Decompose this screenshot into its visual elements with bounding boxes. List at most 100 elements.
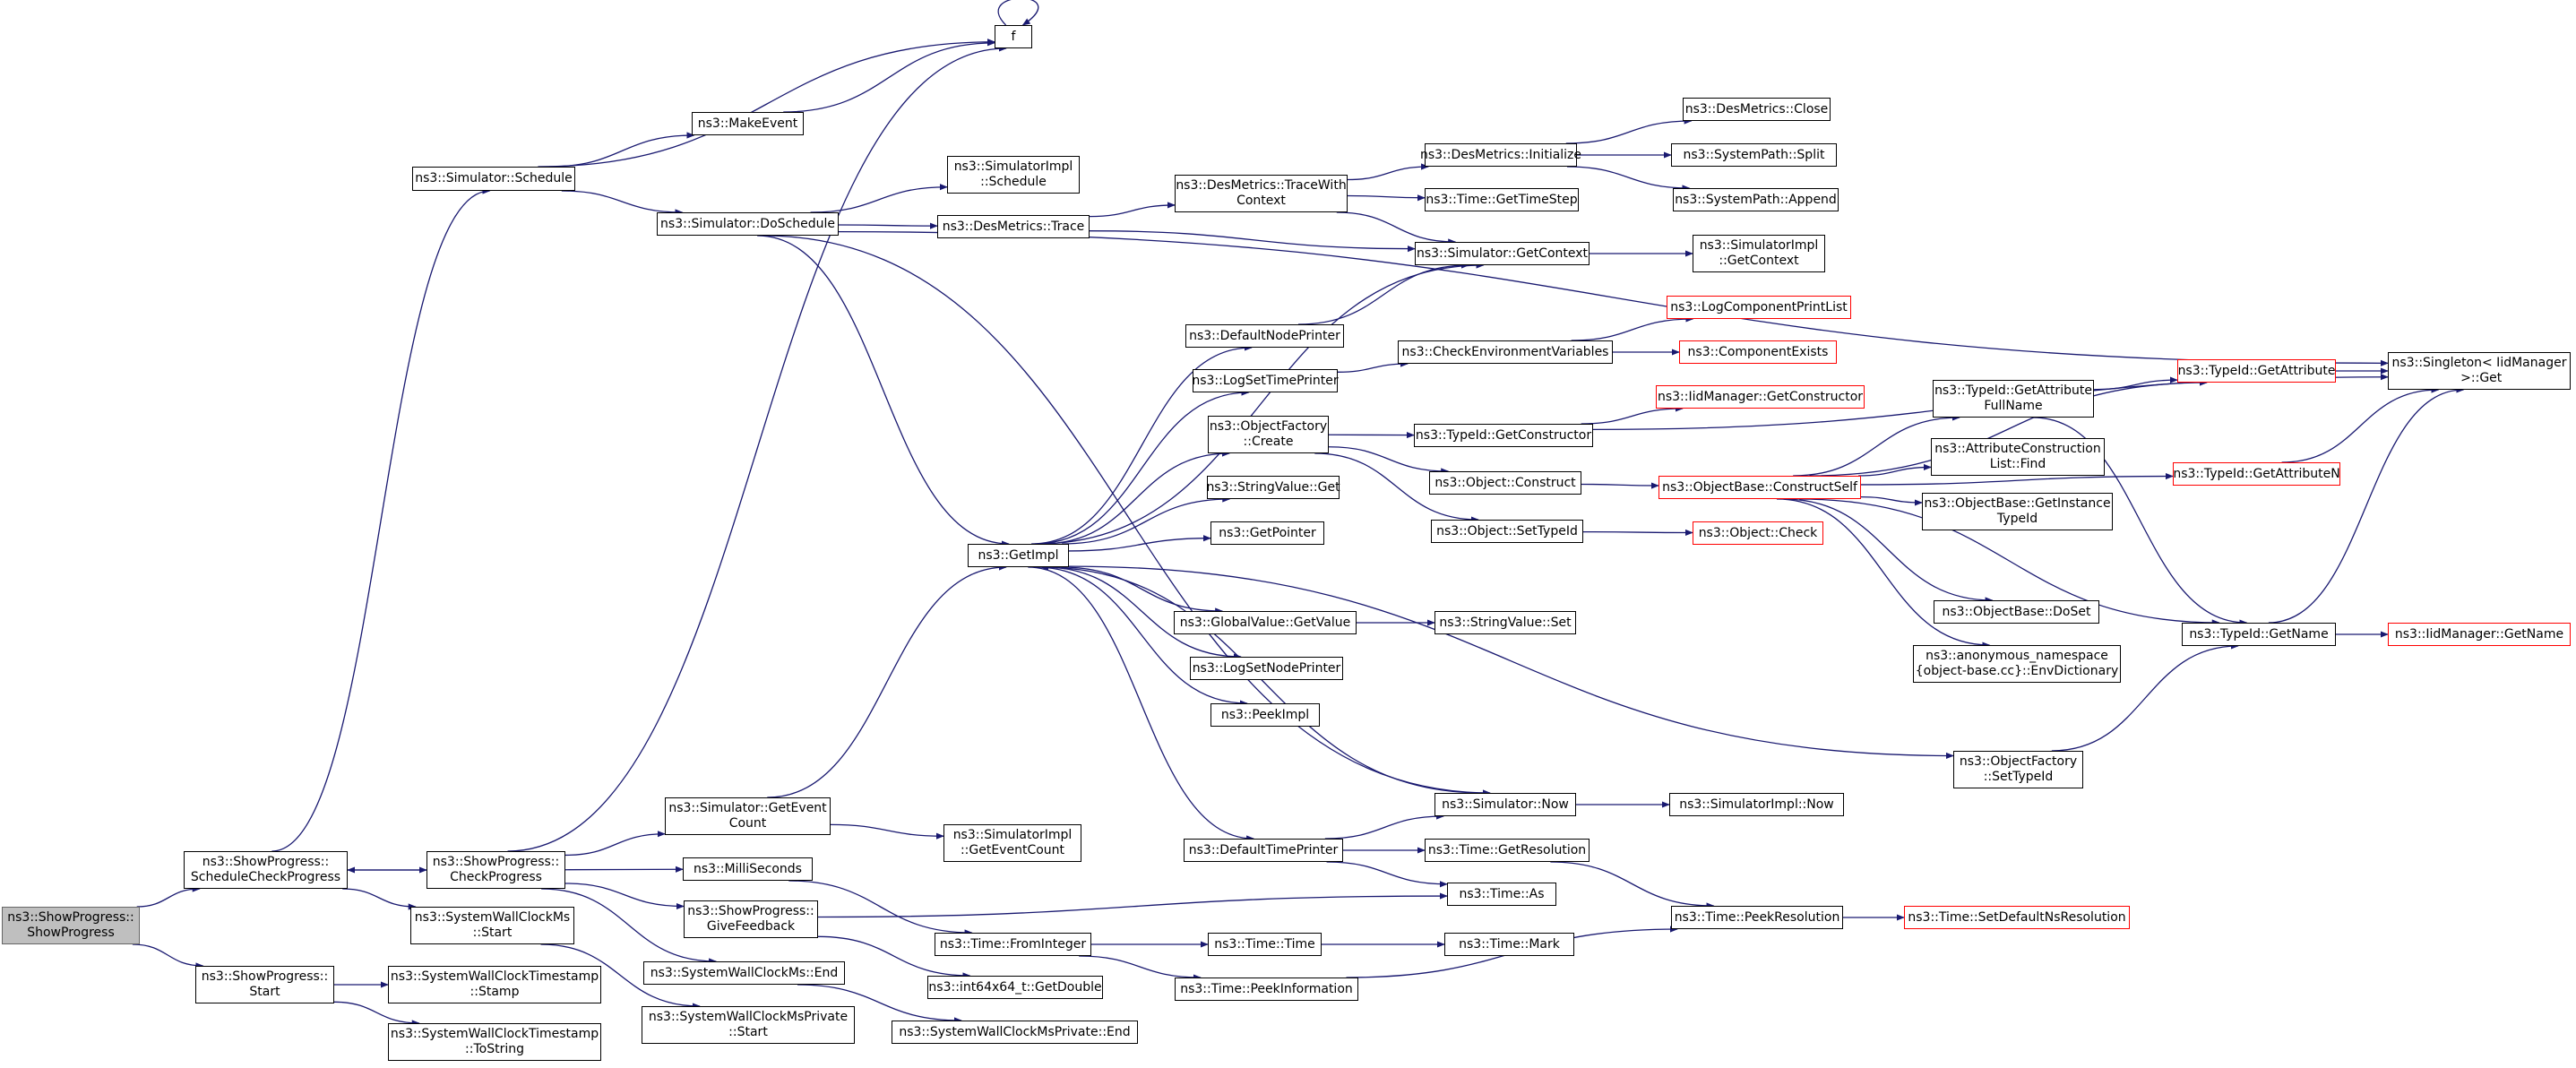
node-logsettimeprinter[interactable]: ns3::LogSetTimePrinter (1192, 369, 1339, 392)
node-makeevent[interactable]: ns3::MakeEvent (692, 112, 804, 135)
node-swcts-stamp[interactable]: ns3::SystemWallClockTimestamp ::Stamp (388, 966, 601, 1003)
edge-showprogress-to-schedulecheck (136, 885, 201, 908)
node-objectbase-getinstancetypeid[interactable]: ns3::ObjectBase::GetInstance TypeId (1922, 493, 2113, 530)
node-sim-schedule[interactable]: ns3::Simulator::Schedule (412, 167, 575, 191)
node-typeid-getattrfullname[interactable]: ns3::TypeId::GetAttribute FullName (1933, 380, 2094, 418)
node-desmetrics-init[interactable]: ns3::DesMetrics::Initialize (1420, 143, 1581, 167)
node-iidmanager-getname[interactable]: ns3::IidManager::GetName (2388, 623, 2571, 646)
node-schedulecheck[interactable]: ns3::ShowProgress:: ScheduleCheckProgres… (184, 851, 348, 889)
edge-objectbase-constructself-to-typeid-getattribute (1809, 379, 2208, 477)
node-showprogress[interactable]: ns3::ShowProgress:: ShowProgress (2, 907, 140, 944)
node-checkprogress[interactable]: ns3::ShowProgress:: CheckProgress (426, 851, 565, 889)
node-doschedule[interactable]: ns3::Simulator::DoSchedule (657, 212, 839, 236)
edge-swcm-start-to-swcmp-start (540, 943, 701, 1010)
node-objectfactory-create[interactable]: ns3::ObjectFactory ::Create (1208, 416, 1329, 453)
edge-doschedule-to-simimpl-schedule (810, 184, 948, 213)
edge-givefeedback-to-int64-getdouble (817, 935, 971, 979)
edge-getimpl-to-logsettimeprinter (1034, 389, 1250, 545)
node-simimpl-now[interactable]: ns3::SimulatorImpl::Now (1669, 793, 1844, 816)
node-desmetrics-trace[interactable]: ns3::DesMetrics::Trace (937, 215, 1090, 238)
node-givefeedback[interactable]: ns3::ShowProgress:: GiveFeedback (684, 900, 818, 938)
node-componentexists[interactable]: ns3::ComponentExists (1679, 340, 1837, 364)
node-time-time[interactable]: ns3::Time::Time (1208, 933, 1322, 956)
edge-objectbase-constructself-to-envdictionary (1776, 498, 1991, 649)
edge-typeid-getname-to-singleton-get (2268, 386, 2465, 624)
edge-defaulttimeprinter-to-sim-now (1324, 813, 1445, 840)
node-desmetrics-close[interactable]: ns3::DesMetrics::Close (1683, 98, 1831, 121)
edge-objectbase-constructself-to-typeid-getname (1799, 498, 2220, 626)
node-objectbase-doset[interactable]: ns3::ObjectBase::DoSet (1934, 600, 2099, 624)
node-int64-getdouble[interactable]: ns3::int64x64_t::GetDouble (927, 976, 1103, 999)
edge-checkprogress-to-f (507, 45, 1007, 852)
node-object-construct[interactable]: ns3::Object::Construct (1429, 471, 1581, 495)
node-simimpl-getcontext[interactable]: ns3::SimulatorImpl ::GetContext (1693, 235, 1825, 272)
node-getpointer[interactable]: ns3::GetPointer (1210, 521, 1324, 545)
node-peekimpl[interactable]: ns3::PeekImpl (1210, 703, 1320, 727)
edge-typeid-getconstructor-to-iidmanager-getconstructor (1581, 405, 1684, 425)
node-iidmanager-getconstructor[interactable]: ns3::IidManager::GetConstructor (1656, 385, 1865, 409)
node-sim-getcontext[interactable]: ns3::Simulator::GetContext (1415, 242, 1590, 265)
edge-sim-now-to-getimpl (1040, 564, 1483, 794)
node-desmetrics-tracewith[interactable]: ns3::DesMetrics::TraceWith Context (1175, 175, 1348, 212)
node-swcm-start[interactable]: ns3::SystemWallClockMs ::Start (410, 907, 574, 944)
node-globalvalue-getvalue[interactable]: ns3::GlobalValue::GetValue (1174, 611, 1357, 634)
edge-getimpl-to-logsetnodeprinter (1044, 566, 1242, 660)
edge-time-frominteger-to-time-peekinformation (1079, 955, 1202, 981)
edge-getimpl-to-peekimpl (1036, 566, 1248, 707)
node-time-as[interactable]: ns3::Time::As (1447, 883, 1556, 906)
edge-getimpl-to-defaulttimeprinter (1028, 566, 1255, 842)
node-syspath-append[interactable]: ns3::SystemPath::Append (1673, 188, 1839, 211)
node-typeid-getattribute[interactable]: ns3::TypeId::GetAttribute (2177, 359, 2336, 383)
edge-desmetrics-tracewith-to-sim-getcontext (1336, 211, 1457, 245)
node-time-peekinformation[interactable]: ns3::Time::PeekInformation (1175, 978, 1358, 1001)
edge-object-settypeid-to-object-check (1582, 529, 1693, 537)
node-typeid-getconstructor[interactable]: ns3::TypeId::GetConstructor (1414, 424, 1593, 447)
node-object-settypeid[interactable]: ns3::Object::SetTypeId (1431, 520, 1583, 543)
node-typeid-getattributen[interactable]: ns3::TypeId::GetAttributeN (2173, 462, 2340, 486)
node-logsetnodeprinter[interactable]: ns3::LogSetNodePrinter (1190, 657, 1343, 680)
node-getimpl[interactable]: ns3::GetImpl (968, 544, 1069, 567)
node-sim-geteventcount[interactable]: ns3::Simulator::GetEvent Count (665, 797, 831, 835)
edge-objectfactory-settypeid-to-typeid-getname (2051, 642, 2239, 752)
edge-getimpl-to-stringvalue-get (1062, 495, 1231, 545)
node-stringvalue-get[interactable]: ns3::StringValue::Get (1206, 476, 1340, 499)
node-swcmp-start[interactable]: ns3::SystemWallClockMsPrivate ::Start (642, 1006, 855, 1044)
node-time-gettimestep[interactable]: ns3::Time::GetTimeStep (1425, 188, 1579, 211)
edge-getimpl-to-defaultnodeprinter (1031, 344, 1253, 545)
node-swcm-end[interactable]: ns3::SystemWallClockMs::End (643, 961, 845, 985)
node-syspath-split[interactable]: ns3::SystemPath::Split (1671, 143, 1837, 167)
node-swcts-tostring[interactable]: ns3::SystemWallClockTimestamp ::ToString (388, 1023, 601, 1061)
node-time-getresolution[interactable]: ns3::Time::GetResolution (1425, 839, 1590, 862)
edge-schedulecheck-to-swcm-start (342, 888, 417, 910)
node-singleton-get[interactable]: ns3::Singleton< IidManager >::Get (2388, 352, 2571, 390)
edge-desmetrics-init-to-desmetrics-close (1565, 117, 1693, 144)
node-swcmp-end[interactable]: ns3::SystemWallClockMsPrivate::End (892, 1021, 1138, 1044)
node-defaulttimeprinter[interactable]: ns3::DefaultTimePrinter (1184, 839, 1343, 862)
node-sim-now[interactable]: ns3::Simulator::Now (1434, 793, 1576, 816)
node-f[interactable]: f (995, 25, 1032, 48)
edge-defaultnodeprinter-to-sim-getcontext (1297, 262, 1469, 325)
node-sp-start[interactable]: ns3::ShowProgress:: Start (195, 966, 334, 1003)
node-defaultnodeprinter[interactable]: ns3::DefaultNodePrinter (1185, 324, 1344, 348)
node-envdictionary[interactable]: ns3::anonymous_namespace {object-base.cc… (1913, 645, 2121, 683)
node-object-check[interactable]: ns3::Object::Check (1693, 521, 1823, 545)
node-checkenv[interactable]: ns3::CheckEnvironmentVariables (1398, 340, 1613, 364)
node-objectbase-constructself[interactable]: ns3::ObjectBase::ConstructSelf (1658, 476, 1861, 499)
node-simimpl-geteventcount[interactable]: ns3::SimulatorImpl ::GetEventCount (943, 824, 1081, 862)
node-attrconstruction-find[interactable]: ns3::AttributeConstruction List::Find (1931, 438, 2105, 476)
node-typeid-getname[interactable]: ns3::TypeId::GetName (2182, 623, 2336, 646)
edge-typeid-getattributen-to-singleton-get (2281, 386, 2440, 463)
node-time-peekresolution[interactable]: ns3::Time::PeekResolution (1671, 906, 1843, 929)
node-stringvalue-set[interactable]: ns3::StringValue::Set (1434, 611, 1576, 634)
node-milliseconds[interactable]: ns3::MilliSeconds (683, 857, 813, 881)
node-time-frominteger[interactable]: ns3::Time::FromInteger (935, 933, 1091, 956)
node-simimpl-schedule[interactable]: ns3::SimulatorImpl ::Schedule (947, 156, 1080, 194)
node-objectfactory-settypeid[interactable]: ns3::ObjectFactory ::SetTypeId (1953, 751, 2083, 788)
node-time-setdefaultnsres[interactable]: ns3::Time::SetDefaultNsResolution (1904, 906, 2130, 929)
edge-objectbase-constructself-to-typeid-getattrfullname (1793, 414, 1960, 477)
edge-desmetrics-tracewith-to-desmetrics-init (1347, 163, 1430, 181)
node-logcomponentprintlist[interactable]: ns3::LogComponentPrintList (1667, 296, 1851, 319)
edge-f-to-f (997, 0, 1039, 26)
node-time-mark[interactable]: ns3::Time::Mark (1444, 933, 1574, 956)
